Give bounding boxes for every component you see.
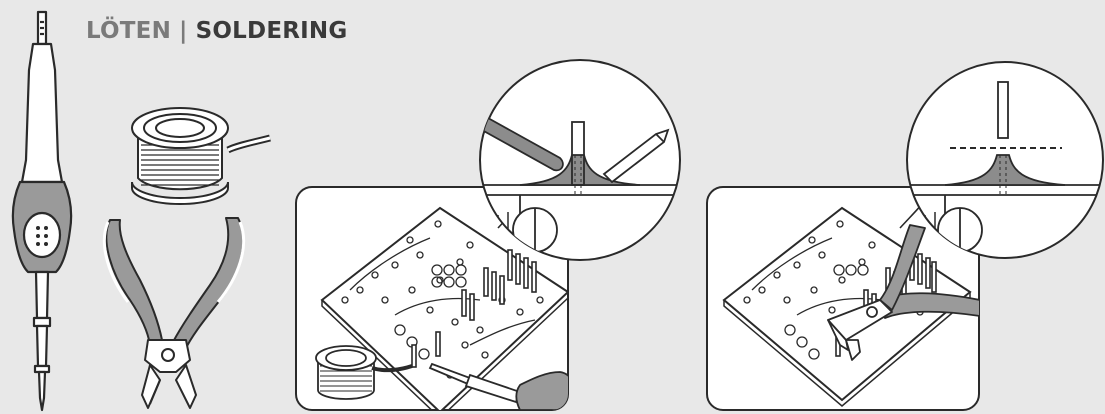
title-german: LÖTEN (86, 18, 172, 44)
solder-joint-magnifier (479, 59, 681, 261)
soldering-step-panel (295, 186, 569, 411)
side-cutter-pliers-icon (103, 217, 245, 409)
title-english: SOLDERING (195, 18, 348, 44)
title-separator: | (179, 18, 188, 44)
cutting-leads-step-panel (706, 186, 980, 411)
page-title: LÖTEN | SOLDERING (86, 18, 347, 44)
solder-wire-spool-icon (131, 107, 271, 205)
circuit-board (320, 206, 568, 410)
soldering-iron-icon (11, 10, 73, 412)
